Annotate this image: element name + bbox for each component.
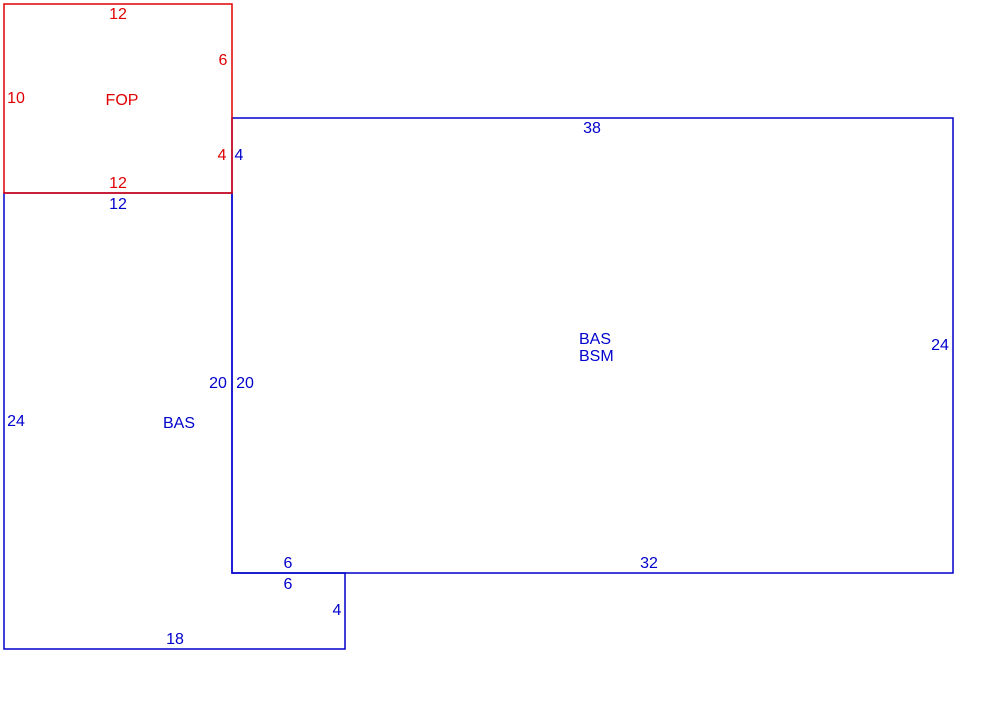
bas-left-dim-notch-right: 4 [333, 602, 342, 619]
bas-main-area-label-line2: BSM [579, 348, 614, 365]
bas-main-dim-left-upper: 4 [235, 147, 244, 164]
fop-dim-top: 12 [109, 6, 127, 23]
bas-main-dim-top: 38 [583, 120, 601, 137]
bas-left-dim-right: 20 [209, 375, 227, 392]
bas-left-area-label: BAS [163, 415, 195, 432]
fop-outline [3, 3, 233, 194]
bas-main-dim-bottom: 32 [640, 555, 658, 572]
fop-dim-right-upper: 6 [219, 52, 228, 69]
bas-main-dim-right: 24 [931, 337, 949, 354]
bas-main-dim-bottom-left: 6 [284, 555, 293, 572]
fop-dim-left: 10 [7, 90, 25, 107]
fop-area-label: FOP [106, 92, 139, 109]
bas-left-dim-notch-top: 6 [284, 576, 293, 593]
fop-dim-bottom: 12 [109, 175, 127, 192]
bas-main-area-label-line1: BAS [579, 331, 611, 348]
bas-left-dim-top: 12 [109, 196, 127, 213]
bas-main-dim-left: 20 [236, 375, 254, 392]
bas-left-dim-bottom: 18 [166, 631, 184, 648]
fop-dim-right-lower: 4 [218, 147, 227, 164]
bas-left-dim-left: 24 [7, 413, 25, 430]
